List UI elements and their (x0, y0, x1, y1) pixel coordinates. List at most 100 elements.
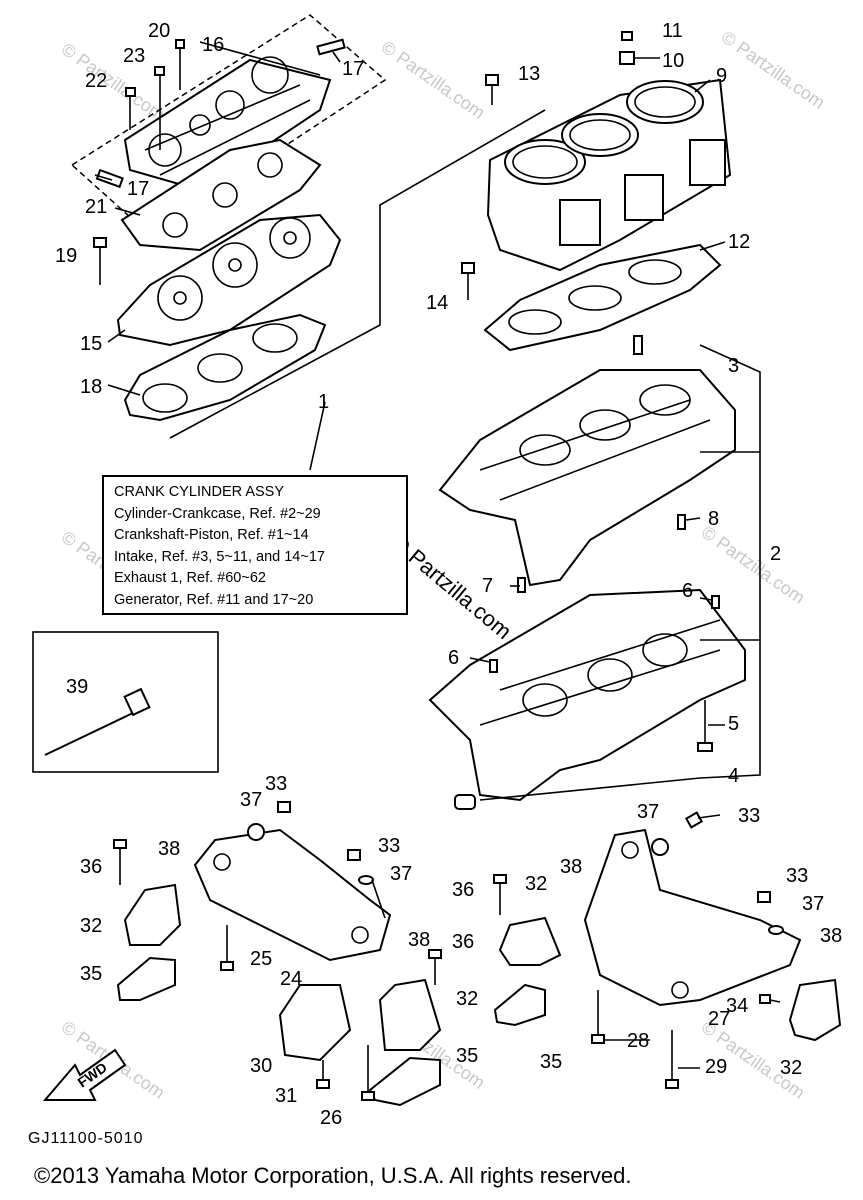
part-engine-mount-right (583, 828, 802, 1007)
washers-37 (247, 823, 784, 935)
watermark: © Partzilla.com (698, 522, 809, 608)
watermark: © Partzilla.com (378, 37, 489, 123)
part-plate-2 (368, 1056, 441, 1107)
callout-15: 15 (80, 333, 102, 355)
bolt-14 (461, 262, 475, 300)
leader-lines (94, 41, 781, 1069)
part-lower-crankcase (428, 588, 746, 802)
dowel-3 (633, 335, 643, 355)
callout-32a: 32 (80, 915, 102, 937)
callout-30: 30 (250, 1055, 272, 1077)
callout-1: 1 (318, 391, 329, 413)
part-11 (621, 31, 633, 41)
part-10 (619, 51, 635, 65)
callout-6a: 6 (682, 580, 693, 602)
callout-32b: 32 (456, 988, 478, 1010)
callout-17b: 17 (127, 178, 149, 200)
bolt-19-head (93, 237, 107, 248)
dowel-7 (517, 577, 526, 593)
callout-8: 8 (708, 508, 719, 530)
legend-line: Exhaust 1, Ref. #60~62 (114, 570, 266, 586)
callout-38b: 38 (408, 929, 430, 951)
callout-7: 7 (482, 575, 493, 597)
callout-29: 29 (705, 1056, 727, 1078)
group-bracket-2 (699, 344, 761, 779)
part-bolts-generator (125, 39, 185, 150)
callout-9: 9 (716, 65, 727, 87)
callout-26: 26 (320, 1107, 342, 1129)
collar (454, 794, 476, 810)
generator-group-outline (70, 14, 387, 236)
callout-22: 22 (85, 70, 107, 92)
part-base-gasket (483, 243, 722, 352)
callout-37b: 37 (390, 863, 412, 885)
dowel-8 (677, 514, 686, 530)
part-rubber-mount-1 (123, 883, 182, 946)
legend-line: Generator, Ref. #11 and 17~20 (114, 591, 314, 608)
callout-13: 13 (518, 63, 540, 85)
part-cylinder-head (116, 213, 342, 347)
callout-36a: 36 (80, 856, 102, 878)
callout-11: 11 (662, 20, 683, 42)
copyright-notice: ©2013 Yamaha Motor Corporation, U.S.A. A… (34, 1163, 632, 1188)
callout-36b: 36 (452, 931, 474, 953)
callout-33a: 33 (265, 773, 287, 795)
callout-32d: 32 (780, 1057, 802, 1079)
dowel-6a (489, 659, 498, 673)
watermark: © Partzilla.com (718, 27, 829, 113)
callout-39: 39 (66, 676, 88, 698)
callout-38d: 38 (820, 925, 842, 947)
callout-21: 21 (85, 196, 107, 218)
callout-12: 12 (728, 231, 750, 253)
callout-38c: 38 (560, 856, 582, 878)
callout-labels: 20 16 23 22 17 17 21 19 15 18 1 11 10 13… (55, 20, 842, 1129)
callout-18: 18 (80, 376, 102, 398)
callout-33c: 33 (738, 805, 760, 827)
callout-28: 28 (627, 1030, 649, 1052)
legend-line: Cylinder-Crankcase, Ref. #2~29 (114, 505, 321, 522)
callout-38a: 38 (158, 838, 180, 860)
callout-6b: 6 (448, 647, 459, 669)
callout-2: 2 (770, 543, 781, 565)
callout-14: 14 (426, 292, 448, 314)
part-cylinder-block (486, 78, 732, 272)
callout-25: 25 (250, 948, 272, 970)
callout-32c: 32 (525, 873, 547, 895)
part-plate-3 (493, 983, 546, 1027)
gasket-holes (162, 152, 283, 238)
legend-line: Crankshaft-Piston, Ref. #1~14 (114, 527, 309, 543)
diagram-code: GJ11100-5010 (28, 1130, 144, 1147)
dowel-6b (711, 595, 720, 609)
part-drive-shaft (44, 687, 151, 756)
part-rubber-mount-2 (378, 978, 442, 1051)
legend-box: CRANK CYLINDER ASSY Cylinder-Crankcase, … (102, 475, 408, 615)
callout-35c: 35 (540, 1051, 562, 1073)
callout-35b: 35 (456, 1045, 478, 1067)
bolt-13 (485, 74, 499, 105)
part-generator-cover (123, 56, 332, 192)
callout-31: 31 (275, 1085, 297, 1107)
part-upper-crankcase (438, 369, 736, 587)
part-rubber-mount-4 (788, 978, 842, 1042)
part-30 (278, 984, 352, 1062)
callout-5: 5 (728, 713, 739, 735)
callout-35a: 35 (80, 963, 102, 985)
part-pins (95, 38, 346, 189)
bolts-lower (113, 801, 771, 1101)
group-bracket (169, 109, 546, 439)
leader (479, 777, 701, 801)
watermark: © Partzilla.com (58, 39, 169, 125)
callout-24: 24 (280, 968, 302, 990)
legend-line: Intake, Ref. #3, 5~11, and 14~17 (114, 548, 325, 565)
callout-23: 23 (123, 45, 145, 67)
callout-33b: 33 (378, 835, 400, 857)
leader (309, 401, 326, 471)
callout-34: 34 (726, 995, 748, 1017)
callout-37d: 37 (802, 893, 824, 915)
callout-27: 27 (708, 1008, 730, 1030)
callout-4: 4 (728, 765, 739, 787)
callout-3: 3 (728, 355, 739, 377)
part-head-gasket (123, 313, 327, 422)
part-plate-1 (116, 956, 176, 1001)
